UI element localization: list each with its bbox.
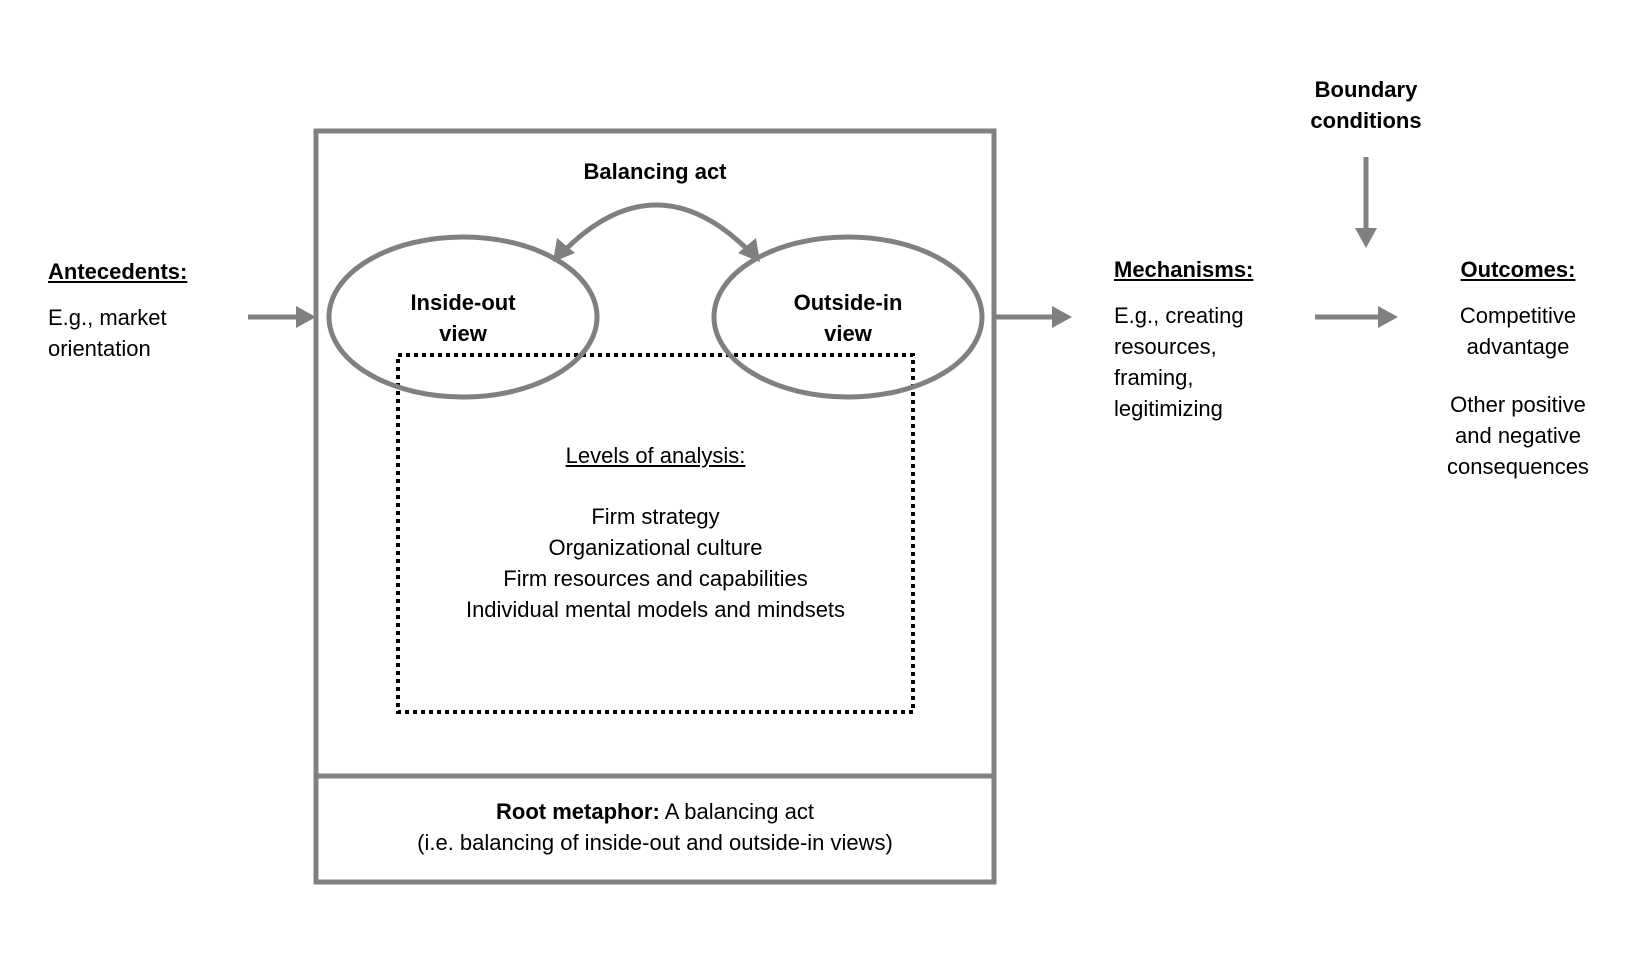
mechanisms-heading: Mechanisms: — [1114, 257, 1254, 282]
spacer — [1418, 362, 1618, 389]
balancing-arrowhead-left — [553, 238, 575, 262]
outcomes-line: Competitive — [1459, 303, 1577, 328]
inside-out-line: Inside-out — [410, 290, 516, 315]
inside-out-ellipse — [326, 234, 600, 400]
antecedents-block: Antecedents: E.g., market orientation — [48, 256, 187, 364]
boundary-line: Boundary — [1314, 77, 1418, 102]
mechanisms-line: legitimizing — [1114, 396, 1223, 421]
outcomes-heading: Outcomes: — [1460, 257, 1576, 282]
antecedents-arrowhead — [296, 306, 316, 328]
outside-in-ellipse — [711, 234, 985, 400]
root-metaphor-text: A balancing act — [659, 799, 814, 824]
root-metaphor-label: Root metaphor: — [496, 799, 660, 824]
root-metaphor-block: Root metaphor: A balancing act (i.e. bal… — [316, 796, 994, 858]
antecedents-line: E.g., market — [48, 305, 167, 330]
mechanisms-arrowhead — [1052, 306, 1072, 328]
root-metaphor-line: Root metaphor: A balancing act — [316, 796, 994, 827]
outside-in-line: Outside-in — [793, 290, 903, 315]
mechanisms-line: framing, — [1114, 365, 1194, 390]
balancing-arrow — [563, 202, 750, 252]
outcomes-line: and negative — [1455, 423, 1581, 448]
spacer — [398, 471, 913, 501]
balancing-act-label: Balancing act — [583, 159, 727, 184]
outcomes-line: consequences — [1447, 454, 1589, 479]
outside-in-label: Outside-in view — [748, 287, 948, 349]
inside-out-line: view — [439, 321, 487, 346]
outcomes-line: Other positive — [1450, 392, 1586, 417]
boundary-conditions-label: Boundary conditions — [1266, 74, 1466, 136]
boundary-arrowhead — [1355, 228, 1377, 248]
mechanisms-block: Mechanisms: E.g., creating resources, fr… — [1114, 254, 1253, 424]
spacer — [48, 287, 187, 302]
levels-item: Firm resources and capabilities — [503, 566, 808, 591]
levels-of-analysis-box — [396, 353, 915, 714]
balancing-arrowhead-right — [738, 238, 760, 262]
spacer — [1114, 285, 1253, 300]
levels-item: Individual mental models and mindsets — [465, 597, 846, 622]
antecedents-heading: Antecedents: — [48, 259, 188, 284]
framework-box — [313, 128, 997, 885]
spacer — [1418, 285, 1618, 300]
mechanisms-line: E.g., creating — [1114, 303, 1244, 328]
boundary-line: conditions — [1310, 108, 1422, 133]
inside-out-label: Inside-out view — [363, 287, 563, 349]
antecedents-line: orientation — [48, 336, 151, 361]
root-metaphor-explanation: (i.e. balancing of inside-out and outsid… — [417, 830, 893, 855]
outcomes-line: advantage — [1466, 334, 1570, 359]
levels-item: Firm strategy — [591, 504, 720, 529]
mechanisms-line: resources, — [1114, 334, 1217, 359]
levels-of-analysis-block: Levels of analysis: Firm strategy Organi… — [398, 440, 913, 625]
outcomes-block: Outcomes: Competitive advantage Other po… — [1418, 254, 1618, 482]
levels-heading: Levels of analysis: — [565, 443, 746, 468]
outcomes-arrowhead — [1378, 306, 1398, 328]
outside-in-line: view — [824, 321, 872, 346]
levels-item: Organizational culture — [548, 535, 763, 560]
